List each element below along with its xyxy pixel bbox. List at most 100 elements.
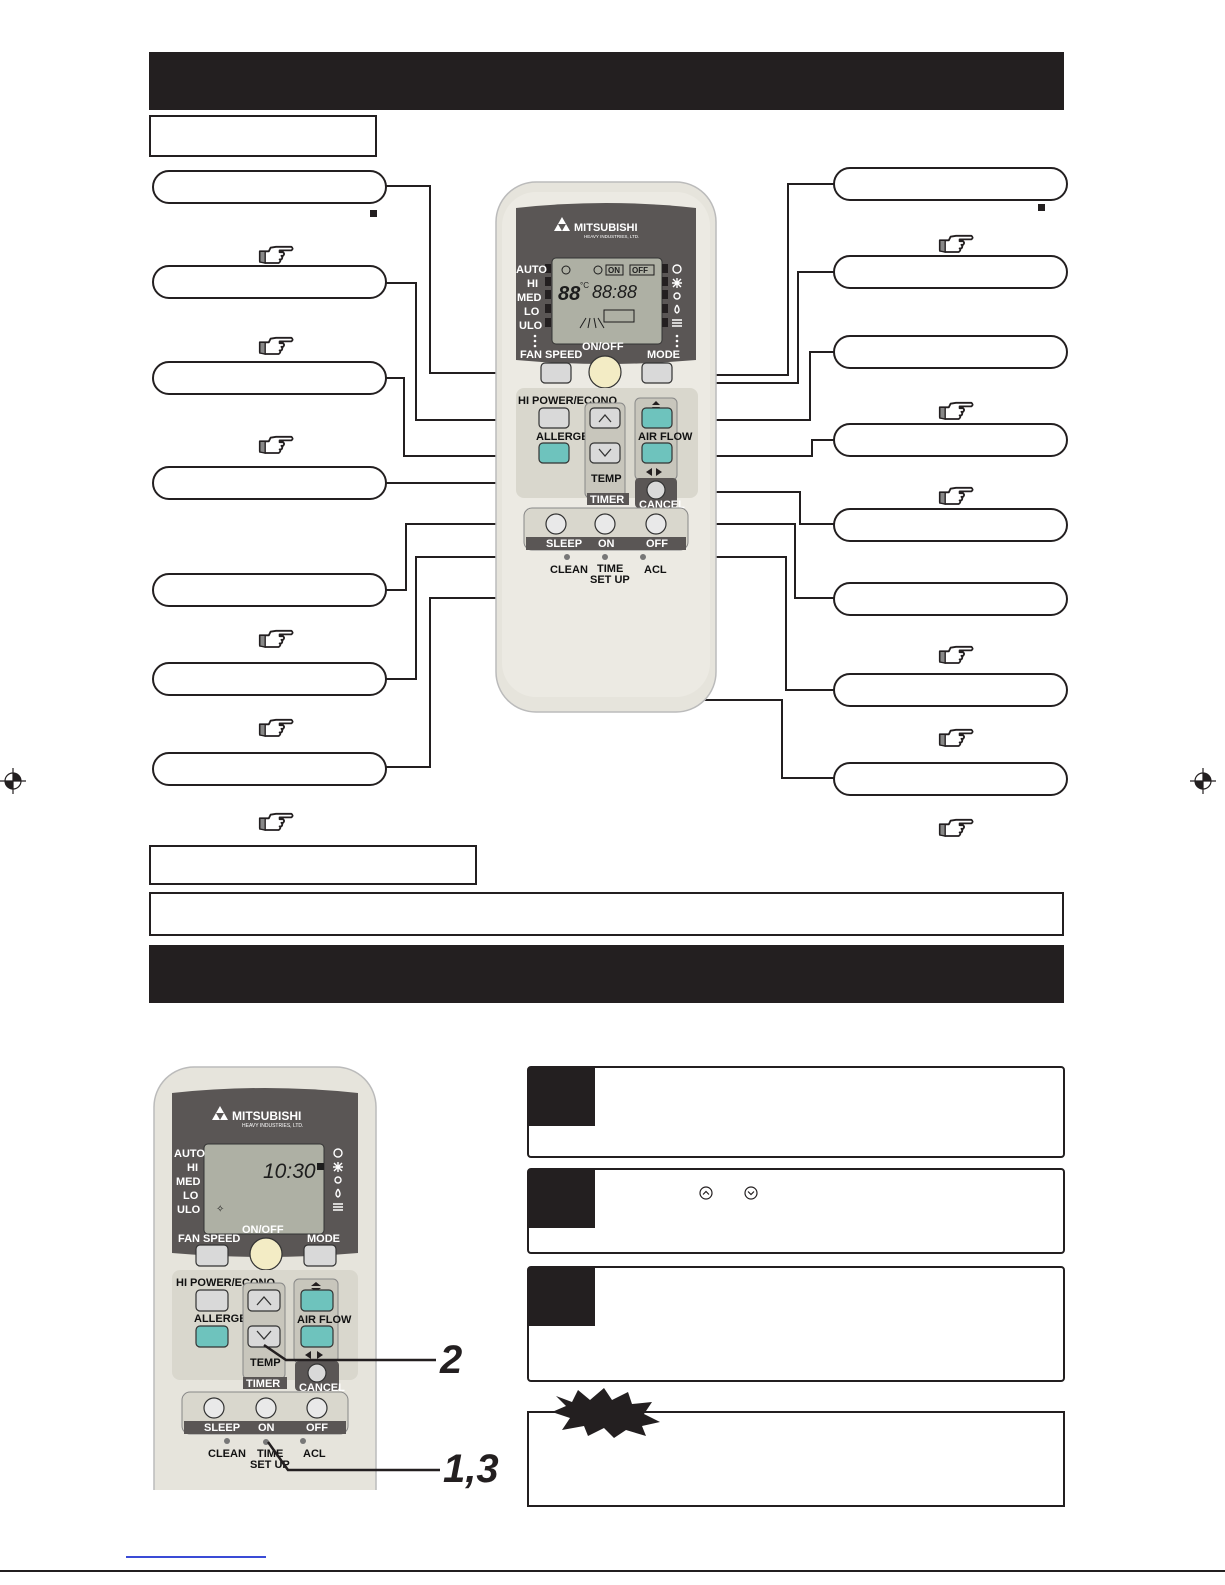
svg-text:MODE: MODE (647, 349, 680, 361)
svg-text:ACL: ACL (303, 1448, 326, 1460)
svg-text:88:88: 88:88 (592, 282, 637, 302)
callout-temp (152, 466, 387, 500)
callout-allergen (152, 361, 387, 395)
callout-fan-speed (152, 170, 387, 204)
section-header-band (149, 52, 1064, 110)
callout-mode (833, 167, 1068, 201)
svg-text:MITSUBISHI: MITSUBISHI (232, 1109, 301, 1123)
down-arrow-button-icon (744, 1186, 758, 1200)
airflow-leftright-button (641, 442, 673, 464)
callout-off-timer (833, 582, 1068, 616)
registration-mark-icon (1190, 768, 1216, 794)
step-number-1-3: 1,3 (443, 1447, 499, 1491)
callout-on-off (833, 255, 1068, 289)
svg-text:HI: HI (187, 1162, 198, 1174)
svg-text:AIR FLOW: AIR FLOW (638, 431, 693, 443)
svg-text:ALLERGEN: ALLERGEN (194, 1313, 255, 1325)
svg-text:ULO: ULO (177, 1204, 201, 1216)
svg-text:HEAVY INDUSTRIES, LTD.: HEAVY INDUSTRIES, LTD. (242, 1123, 303, 1129)
svg-text:OFF: OFF (632, 266, 648, 275)
step-box-2 (527, 1168, 1065, 1254)
time-set-up-hole-2 (263, 1439, 269, 1445)
up-arrow-button-icon (699, 1186, 713, 1200)
temp-down-button-2 (247, 1325, 281, 1348)
step-number-2: 2 (439, 1338, 462, 1382)
mode-ulo: ULO (519, 320, 543, 332)
svg-text:SET UP: SET UP (250, 1459, 290, 1471)
svg-text:HEAVY INDUSTRIES, LTD.: HEAVY INDUSTRIES, LTD. (584, 234, 639, 239)
svg-text:CLEAN: CLEAN (550, 564, 588, 576)
svg-text:MODE: MODE (307, 1233, 340, 1245)
svg-text:°C: °C (580, 281, 589, 290)
svg-text:MITSUBISHI: MITSUBISHI (574, 222, 638, 234)
registration-mark-icon (0, 768, 26, 794)
svg-text:FAN SPEED: FAN SPEED (178, 1233, 240, 1245)
svg-text:TEMP: TEMP (591, 473, 622, 485)
sleep-button (545, 513, 567, 535)
svg-text:CANCEL: CANCEL (299, 1382, 345, 1394)
note-marker (1038, 204, 1045, 211)
note-text-box (149, 892, 1064, 936)
hi-power-button (538, 407, 570, 429)
svg-text:10:30: 10:30 (263, 1160, 316, 1183)
svg-text:ON: ON (608, 266, 620, 275)
callout-hi-power-econo (152, 265, 387, 299)
svg-text:ALLERGEN: ALLERGEN (536, 431, 597, 443)
callout-clean (152, 662, 387, 696)
mode-auto: AUTO (516, 264, 547, 276)
callout-cancel (833, 508, 1068, 542)
temp-up-button (589, 407, 621, 429)
acl-reset-hole (640, 554, 646, 560)
svg-text:SLEEP: SLEEP (546, 538, 582, 550)
note-marker (370, 210, 377, 217)
clean-reset-hole (564, 554, 570, 560)
step-box-3 (527, 1266, 1065, 1382)
svg-text:✧: ✧ (216, 1204, 224, 1215)
step-number-tab (529, 1068, 595, 1126)
callout-time-set-up (833, 762, 1068, 796)
callout-airflow-left-right (833, 423, 1068, 457)
airflow-updown-button (641, 407, 673, 429)
mode-hi: HI (527, 278, 538, 290)
svg-text:SLEEP: SLEEP (204, 1422, 240, 1434)
mode-button (641, 362, 673, 384)
svg-text:FAN SPEED: FAN SPEED (520, 349, 582, 361)
svg-text:TIMER: TIMER (246, 1378, 280, 1390)
step-box-1 (527, 1066, 1065, 1158)
step-number-tab (529, 1170, 595, 1228)
off-timer-button (645, 513, 667, 535)
time-set-up-hole (602, 554, 608, 560)
svg-text:88: 88 (558, 283, 581, 305)
section-header-band (149, 945, 1064, 1003)
svg-text:OFF: OFF (306, 1422, 328, 1434)
svg-text:MED: MED (176, 1176, 201, 1188)
remote-control-time-setup: MITSUBISHI HEAVY INDUSTRIES, LTD. 10:30 … (153, 1066, 377, 1490)
svg-text:LO: LO (183, 1190, 199, 1202)
page-bottom-rule (0, 1570, 1225, 1572)
svg-text:TIME: TIME (597, 563, 623, 575)
svg-text:ACL: ACL (644, 564, 667, 576)
callout-airflow-up-down (833, 335, 1068, 369)
mitsubishi-logo: MITSUBISHI HEAVY INDUSTRIES, LTD. (554, 217, 639, 239)
callout-sleep (152, 573, 387, 607)
callout-on-timer (152, 752, 387, 786)
svg-text:ON: ON (598, 538, 615, 550)
fan-speed-button (540, 362, 572, 384)
note-label-box (149, 845, 477, 885)
allergen-button (538, 442, 570, 464)
remote-control-diagram: MITSUBISHI HEAVY INDUSTRIES, LTD. AUTO H… (495, 181, 717, 713)
svg-text:OFF: OFF (646, 538, 668, 550)
subsection-label-box (149, 115, 377, 157)
svg-text:ON/OFF: ON/OFF (582, 341, 624, 353)
svg-text:AIR FLOW: AIR FLOW (297, 1314, 352, 1326)
svg-text:TEMP: TEMP (250, 1357, 281, 1369)
bottom-link-underline (126, 1556, 266, 1558)
svg-text:AUTO: AUTO (174, 1148, 205, 1160)
svg-text:CLEAN: CLEAN (208, 1448, 246, 1460)
cancel-button (646, 480, 666, 500)
callout-acl (833, 673, 1068, 707)
svg-text:TIMER: TIMER (590, 494, 624, 506)
starburst-icon (552, 1388, 660, 1438)
mode-med: MED (517, 292, 542, 304)
